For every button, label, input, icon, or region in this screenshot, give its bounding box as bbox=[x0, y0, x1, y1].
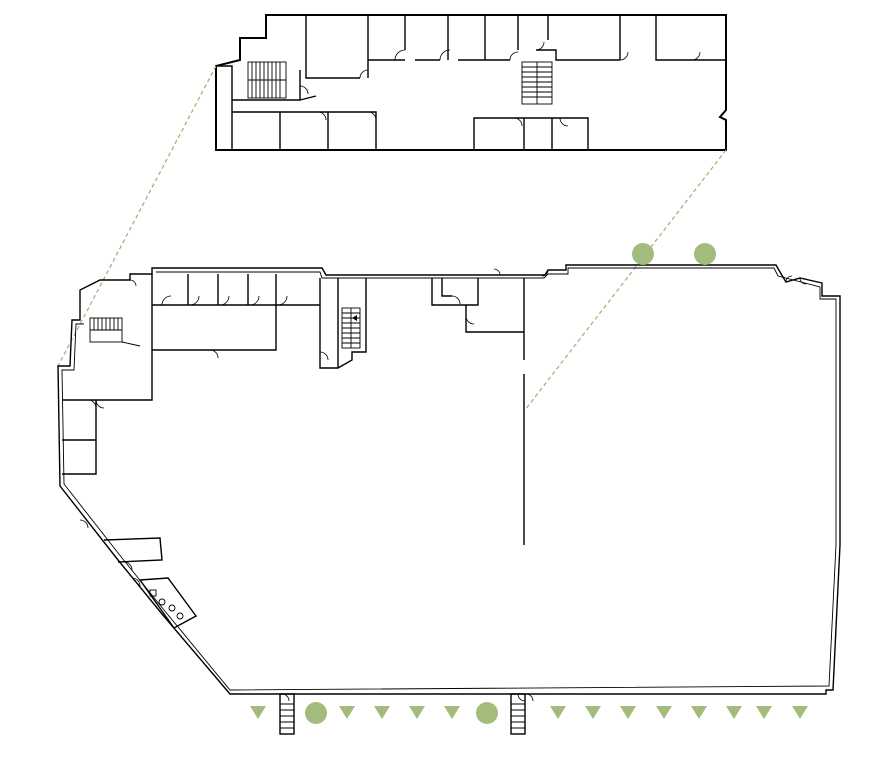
main-stair-core bbox=[319, 278, 367, 369]
tree-circle-icon bbox=[632, 243, 654, 265]
tree-circle-icon bbox=[694, 243, 716, 265]
triangle-marker-icon bbox=[339, 706, 355, 719]
zoom-leader-lines bbox=[57, 65, 727, 411]
leader-line-right bbox=[524, 149, 727, 411]
triangle-marker-icon bbox=[656, 706, 672, 719]
top-circle-markers bbox=[632, 243, 716, 265]
triangle-marker-icon bbox=[756, 706, 772, 719]
main-service-rooms bbox=[431, 278, 525, 545]
triangle-marker-icon bbox=[444, 706, 460, 719]
triangle-marker-icon bbox=[374, 706, 390, 719]
triangle-marker-icon bbox=[726, 706, 742, 719]
detail-stair-left-treads bbox=[248, 62, 286, 98]
main-exit-stair-left-treads bbox=[280, 703, 294, 729]
triangle-marker-icon bbox=[409, 706, 425, 719]
triangle-marker-icon bbox=[550, 706, 566, 719]
main-office-rooms bbox=[62, 274, 320, 475]
triangle-marker-icon bbox=[792, 706, 808, 719]
detail-plan bbox=[215, 14, 727, 151]
triangle-marker-icon bbox=[620, 706, 636, 719]
main-exit-stair-left bbox=[279, 693, 295, 735]
detail-stair-center-treads bbox=[522, 62, 552, 104]
main-stair-center-treads bbox=[342, 308, 360, 348]
triangle-marker-icon bbox=[691, 706, 707, 719]
restroom-fixtures bbox=[149, 589, 184, 620]
detail-door-swings bbox=[299, 41, 701, 127]
main-outer-wall-inner bbox=[61, 267, 837, 691]
main-exit-stair-right-treads bbox=[511, 703, 525, 729]
main-outer-wall bbox=[57, 264, 841, 695]
main-restroom-block bbox=[138, 577, 198, 629]
detail-left-rooms bbox=[216, 65, 317, 150]
triangle-marker-icon bbox=[250, 706, 266, 719]
tree-circle-icon bbox=[305, 702, 327, 724]
main-door-swings bbox=[79, 268, 807, 702]
stair-arrow-icon bbox=[352, 315, 357, 321]
detail-bottom-rooms bbox=[280, 111, 589, 150]
triangle-marker-icon bbox=[585, 706, 601, 719]
detail-top-rooms bbox=[305, 15, 726, 79]
tree-circle-icon bbox=[476, 702, 498, 724]
leader-line-left bbox=[57, 65, 217, 367]
bottom-markers bbox=[250, 702, 808, 724]
main-utility-room bbox=[103, 537, 163, 563]
main-plan bbox=[57, 264, 841, 735]
main-stair-left-treads bbox=[90, 318, 141, 347]
detail-outer-wall bbox=[215, 14, 727, 151]
